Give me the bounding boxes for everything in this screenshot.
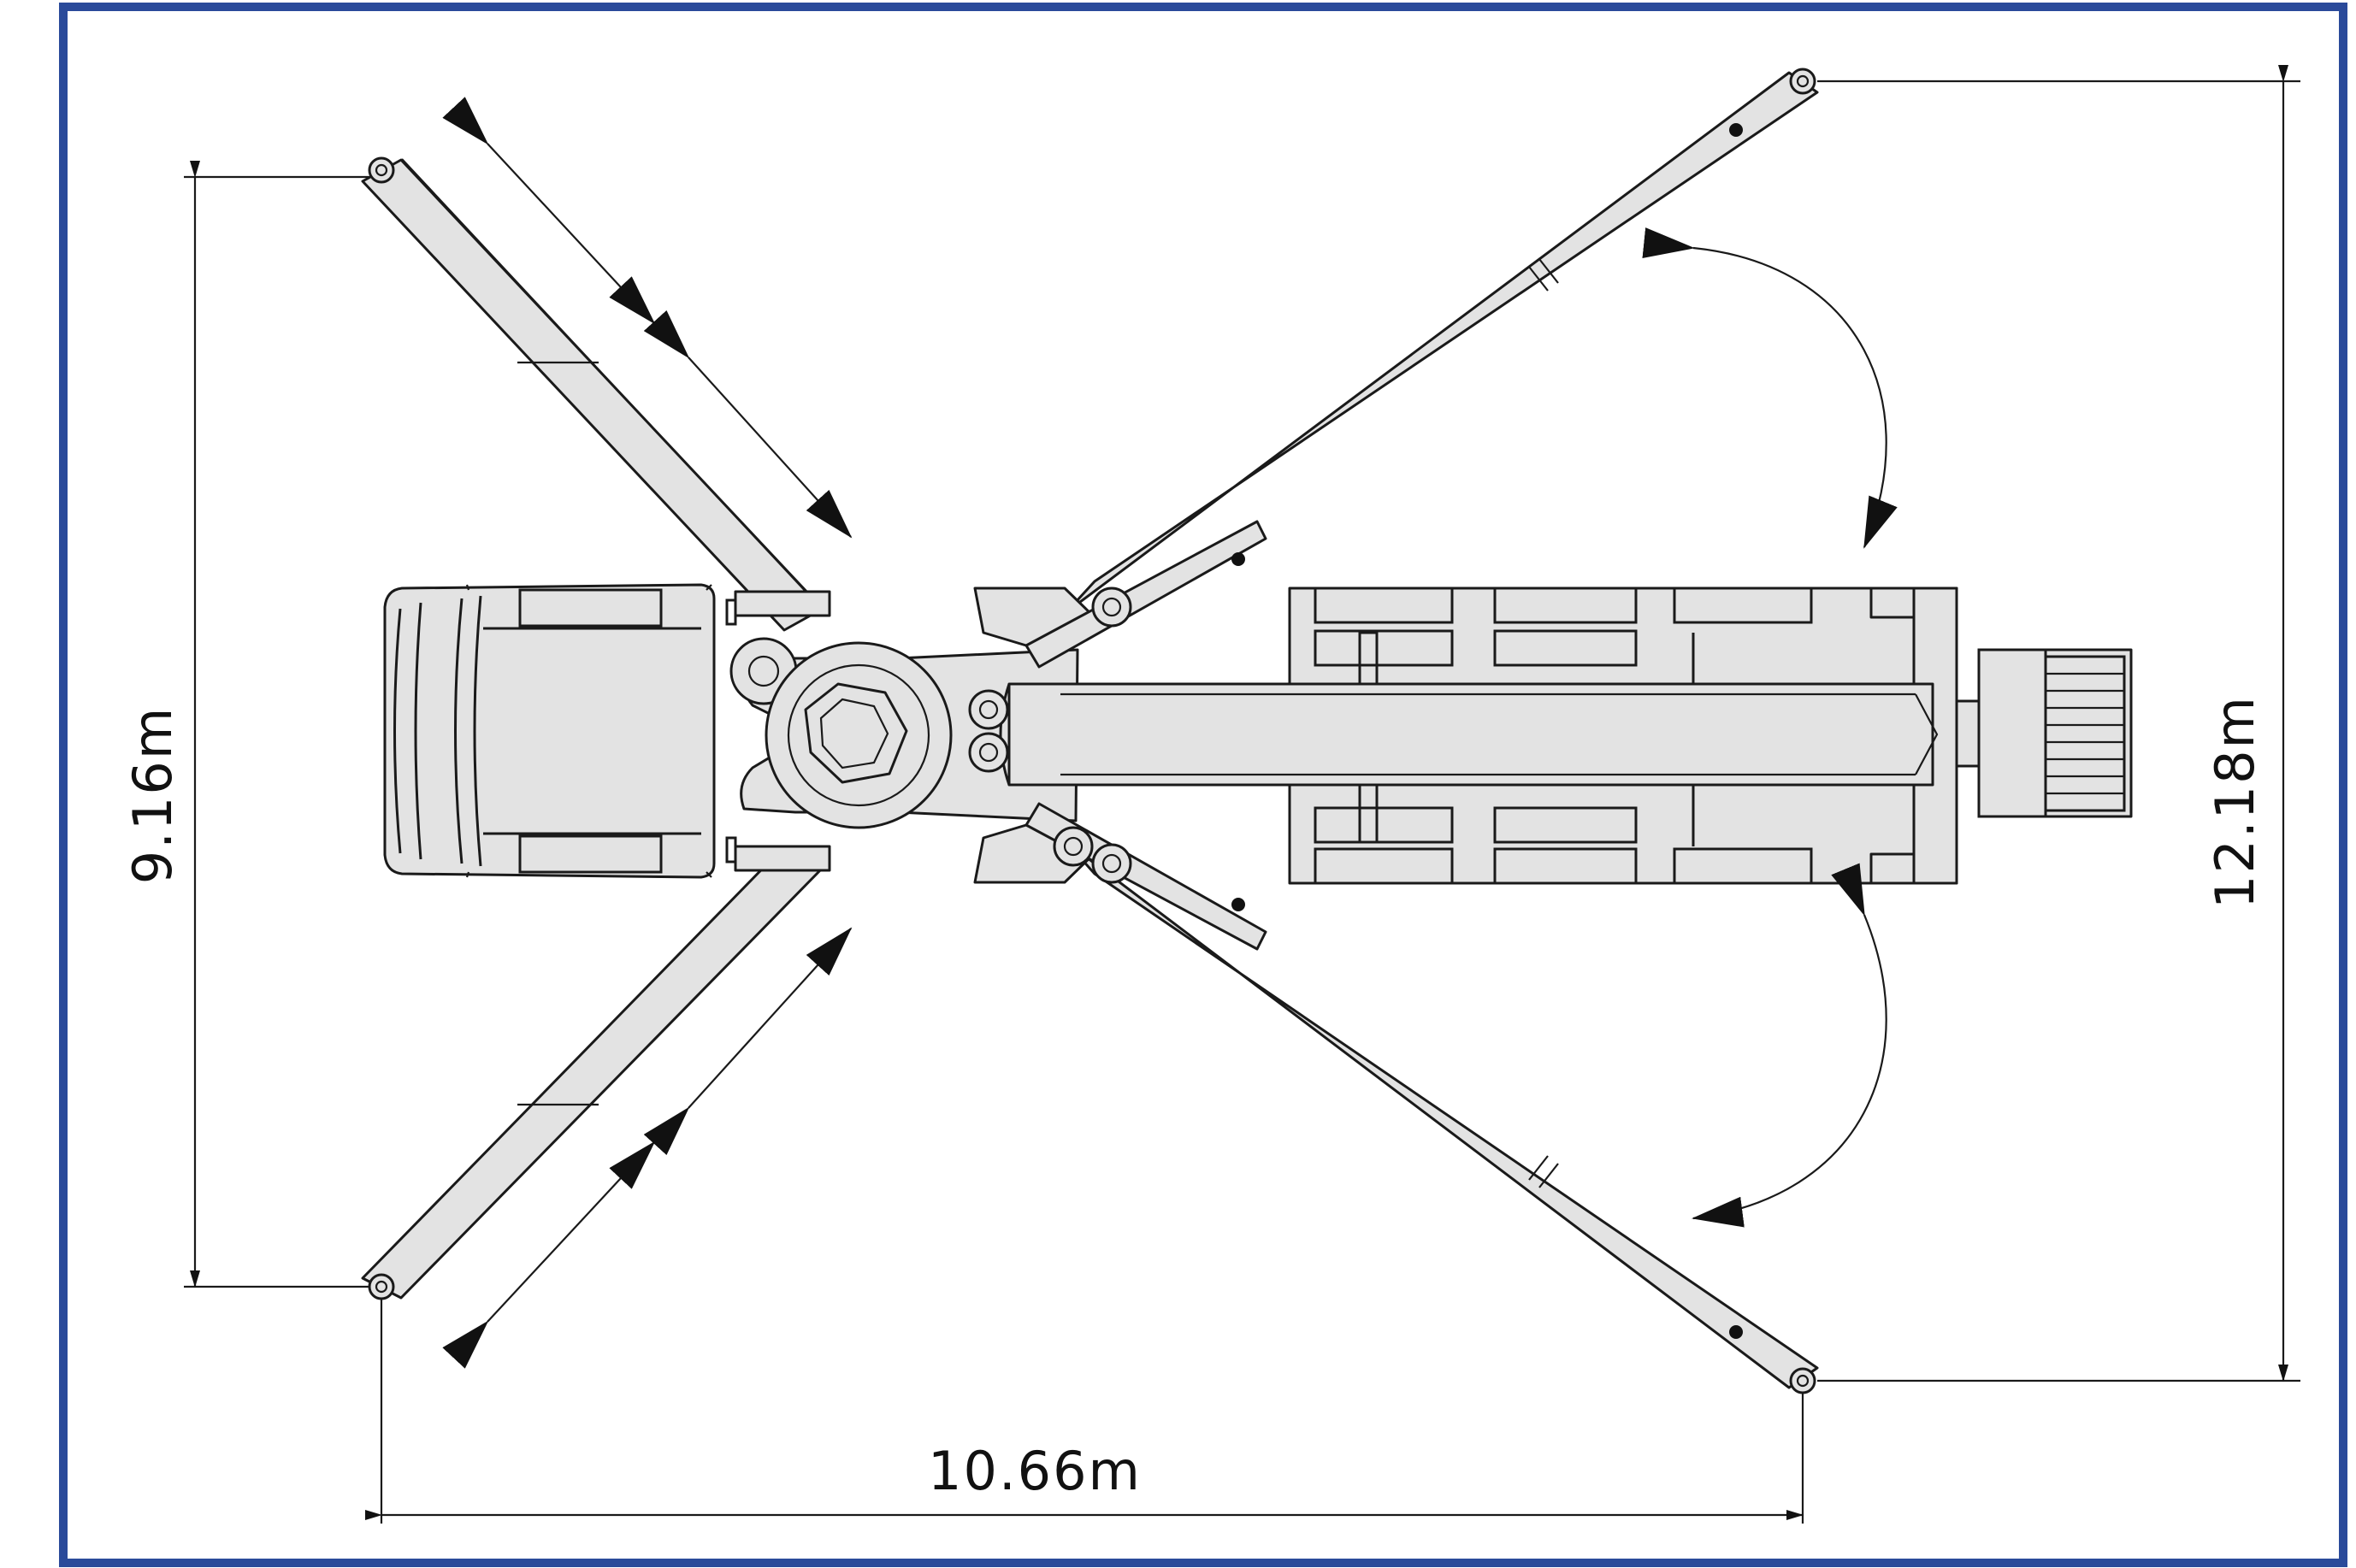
dimension-width: 10.66m <box>365 1300 1804 1524</box>
turntable <box>729 637 1009 829</box>
truck-cab <box>383 583 716 879</box>
right-height-dimension-label: 12.18m <box>2204 695 2266 909</box>
extension-arrows <box>442 97 853 1369</box>
left-height-dimension-label: 9.16m <box>121 706 184 884</box>
outrigger-brackets <box>725 590 831 872</box>
work-platform-basket <box>1977 648 2133 818</box>
swing-arrows <box>1642 227 1898 1228</box>
dimension-right-height: 12.18m <box>1817 65 2300 1382</box>
width-dimension-label: 10.66m <box>928 1440 1142 1502</box>
dimension-left-height: 9.16m <box>121 161 369 1288</box>
outrigger-cylinders <box>973 520 1267 951</box>
